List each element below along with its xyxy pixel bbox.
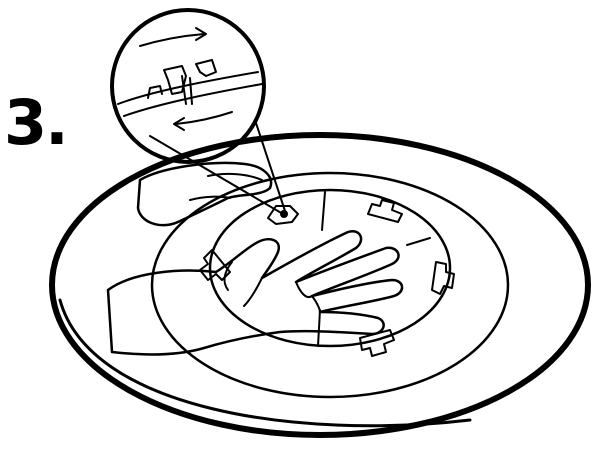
hand-holding-rim — [138, 163, 271, 225]
detail-magnifier — [112, 10, 264, 162]
step-number: 3. — [4, 92, 67, 154]
arrow-left-icon — [174, 112, 232, 130]
arrow-right-icon — [140, 28, 206, 46]
fixture-inner-ring — [152, 173, 508, 397]
